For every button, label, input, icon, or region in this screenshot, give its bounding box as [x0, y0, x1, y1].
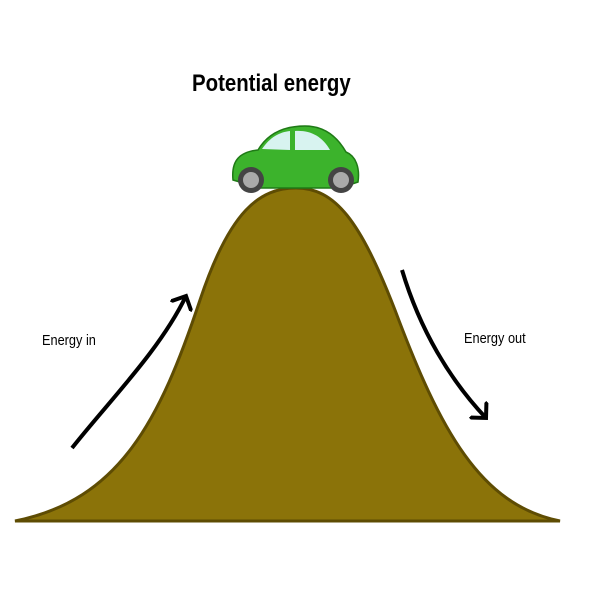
diagram-title: Potential energy — [192, 70, 351, 97]
energy-in-arrow — [70, 296, 186, 450]
energy-out-label: Energy out — [464, 330, 526, 347]
hill — [14, 186, 561, 523]
car-icon — [232, 125, 360, 193]
energy-in-label: Energy in — [42, 332, 96, 349]
energy-out-arrow — [400, 269, 486, 418]
